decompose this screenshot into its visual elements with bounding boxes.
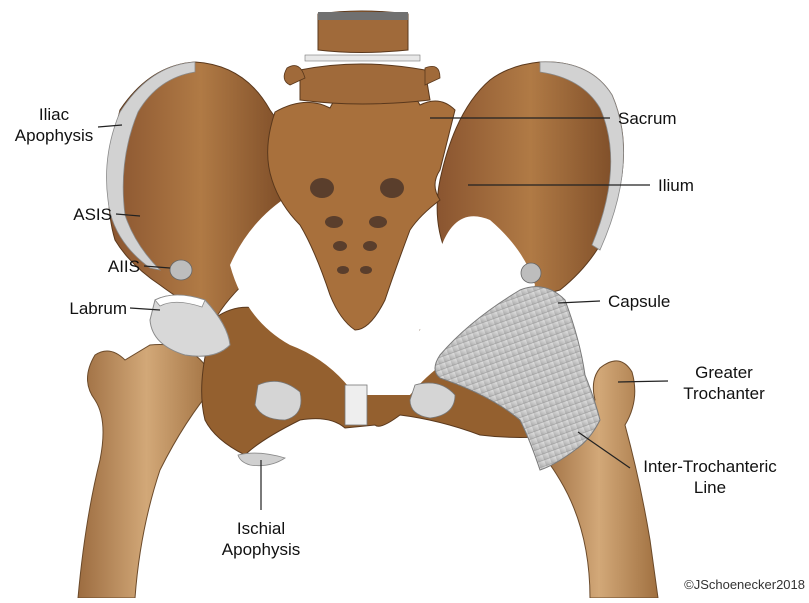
leader-labrum xyxy=(130,308,160,310)
label-capsule: Capsule xyxy=(608,291,670,312)
label-greater-trochanter: Greater Trochanter xyxy=(664,362,784,404)
label-ilium: Ilium xyxy=(658,175,694,196)
label-labrum: Labrum xyxy=(30,298,127,319)
label-iliac-apophysis: Iliac Apophysis xyxy=(2,104,106,146)
leader-inter-trochanteric xyxy=(578,432,630,468)
label-sacrum: Sacrum xyxy=(618,108,677,129)
copyright-notice: ©JSchoenecker2018 xyxy=(684,577,805,592)
label-inter-trochanteric-line: Inter-Trochanteric Line xyxy=(630,456,790,498)
leader-greater-trochanter xyxy=(618,381,668,382)
label-asis: ASIS xyxy=(40,204,112,225)
label-ischial-apophysis: Ischial Apophysis xyxy=(200,518,322,560)
leader-aiis xyxy=(144,266,170,268)
leader-capsule xyxy=(558,301,600,303)
leader-asis xyxy=(116,214,140,216)
label-aiis: AIIS xyxy=(70,256,140,277)
